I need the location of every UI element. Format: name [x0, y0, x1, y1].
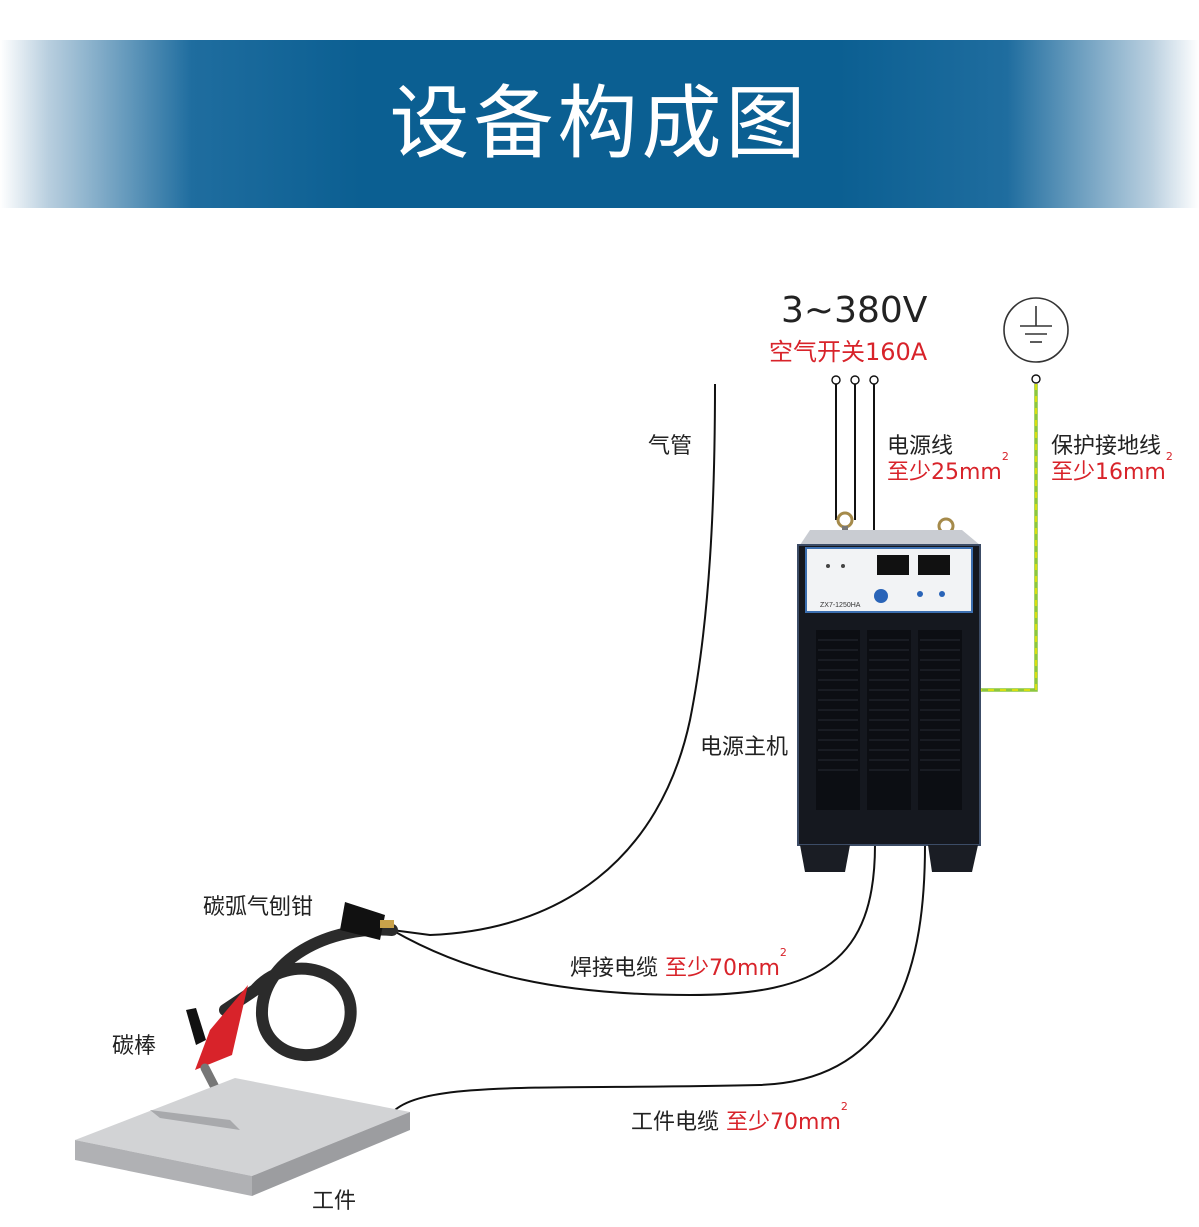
- torch-label: 碳弧气刨钳: [203, 895, 314, 920]
- voltage-label: 3~380V: [781, 290, 928, 331]
- title-banner: [0, 40, 1199, 208]
- machine-label: 电源主机: [700, 735, 789, 760]
- ground-symbol-icon: [1003, 297, 1069, 363]
- air-hose-label: 气管: [648, 434, 693, 459]
- page-title: 设备构成图: [389, 77, 810, 170]
- power-cable-spec: 至少25mm2: [887, 450, 1009, 485]
- ground-cable-spec: 至少16mm2: [1051, 450, 1173, 485]
- workpiece-label: 工件: [312, 1189, 357, 1214]
- carbon-rod-label: 碳棒: [112, 1034, 157, 1059]
- gouging-torch: [186, 902, 398, 1070]
- power-wires: [831, 375, 879, 530]
- machine-model-text: ZX7-1250HA: [820, 602, 861, 609]
- power-source-machine: [797, 511, 981, 872]
- air-hose-line: [391, 383, 716, 937]
- welding-cable-label: 焊接电缆 至少70mm2: [570, 946, 787, 981]
- breaker-label: 空气开关160A: [769, 338, 928, 366]
- power-cable-label: 电源线: [887, 434, 954, 459]
- welding-cable-line: [391, 844, 876, 997]
- work-cable-line: [394, 844, 926, 1111]
- ground-wire: [978, 374, 1041, 692]
- work-cable-label: 工件电缆 至少70mm2: [631, 1100, 848, 1135]
- ground-cable-label: 保护接地线: [1051, 434, 1162, 459]
- workpiece-plate: [75, 1078, 410, 1196]
